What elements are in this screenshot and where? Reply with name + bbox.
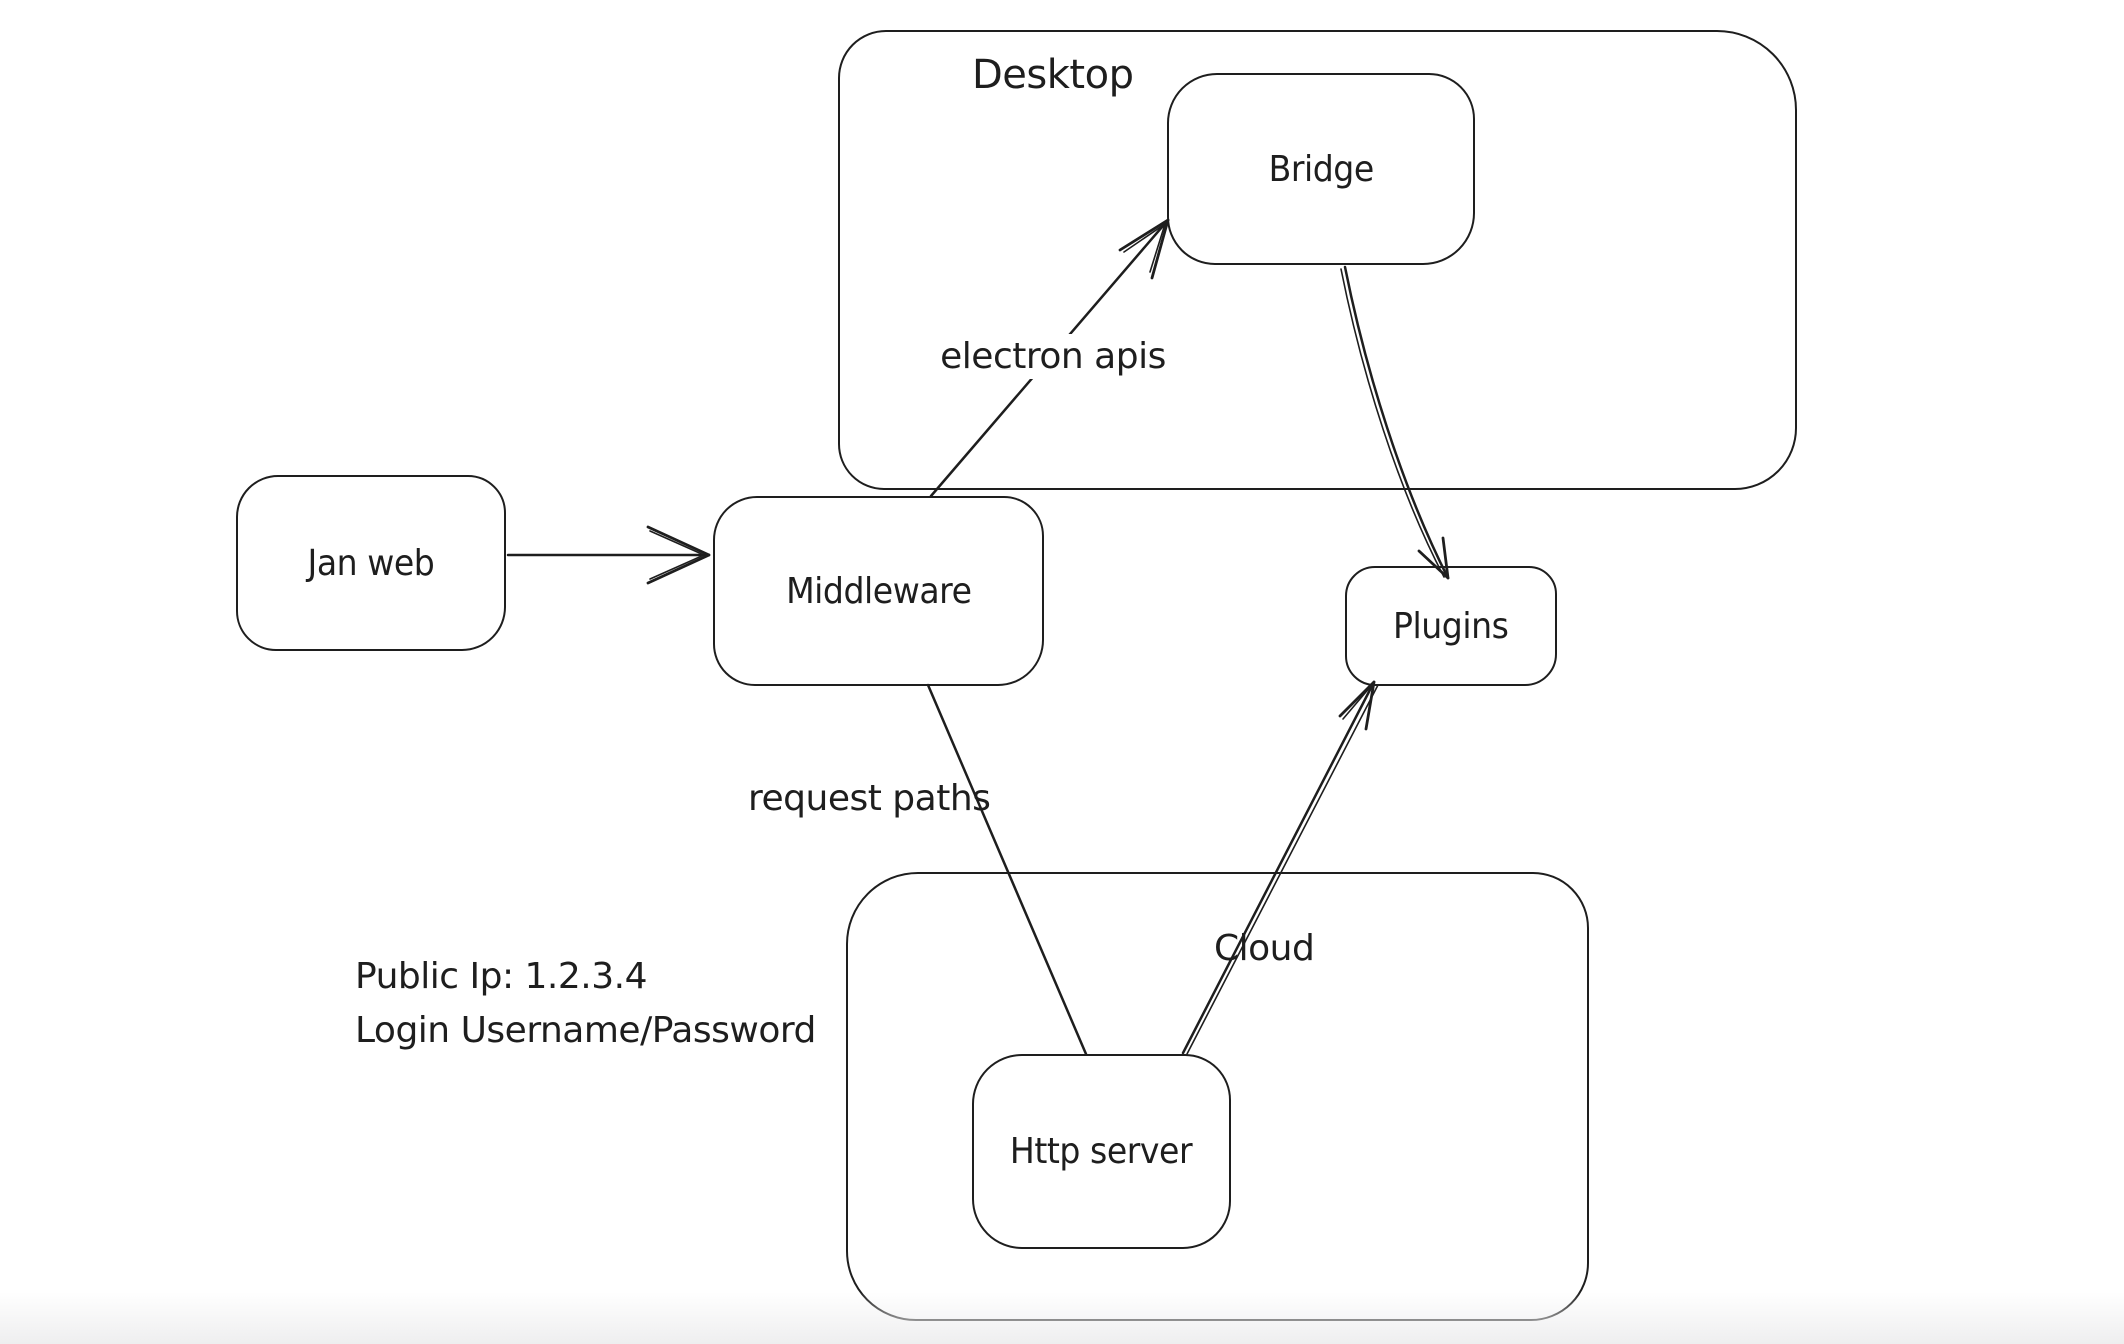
http-server-node[interactable]: Http server <box>972 1054 1231 1249</box>
bridge-label: Bridge <box>1268 148 1374 190</box>
edge-bridge-to-plugins[interactable] <box>1340 265 1450 580</box>
edge-http-server-to-plugins[interactable] <box>1181 680 1379 1055</box>
http-server-label: Http server <box>1010 1131 1193 1172</box>
desktop-container-label[interactable]: Desktop <box>972 52 1134 98</box>
jan-web-node[interactable]: Jan web <box>236 475 506 651</box>
note-public-ip: Public Ip: 1.2.3.4 <box>355 956 647 997</box>
note-login: Login Username/Password <box>355 1010 816 1051</box>
bridge-node[interactable]: Bridge <box>1167 73 1475 265</box>
middleware-label: Middleware <box>785 570 972 612</box>
middleware-node[interactable]: Middleware <box>713 496 1044 686</box>
credentials-note[interactable]: Public Ip: 1.2.3.4 Login Username/Passwo… <box>355 950 816 1058</box>
edge-label-request-paths[interactable]: request paths <box>748 778 991 819</box>
jan-web-label: Jan web <box>307 542 435 584</box>
bottom-fade-strip <box>0 1292 2124 1344</box>
edge-jan-web-to-middleware[interactable] <box>506 525 711 585</box>
edge-middleware-to-http-server[interactable] <box>926 683 1088 1056</box>
cloud-container-label[interactable]: Cloud <box>1214 928 1315 969</box>
desktop-container[interactable] <box>838 30 1797 490</box>
plugins-node[interactable]: Plugins <box>1345 566 1557 686</box>
plugins-label: Plugins <box>1393 605 1509 647</box>
edge-label-electron-apis[interactable]: electron apis <box>921 334 1185 379</box>
